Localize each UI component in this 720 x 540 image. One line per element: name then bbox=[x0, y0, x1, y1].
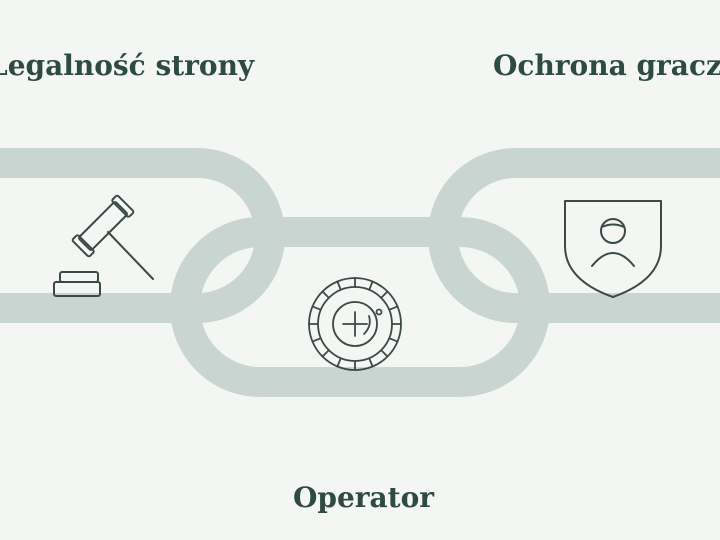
shield-user-icon bbox=[564, 200, 662, 298]
gavel-icon bbox=[53, 194, 154, 297]
roulette-wheel-icon bbox=[308, 277, 402, 371]
chain-link-center bbox=[170, 217, 550, 397]
label-operator: Operator bbox=[293, 481, 435, 514]
label-site-legality: Legalność strony bbox=[0, 49, 255, 82]
label-player-protection: Ochrona graczy bbox=[493, 49, 720, 82]
